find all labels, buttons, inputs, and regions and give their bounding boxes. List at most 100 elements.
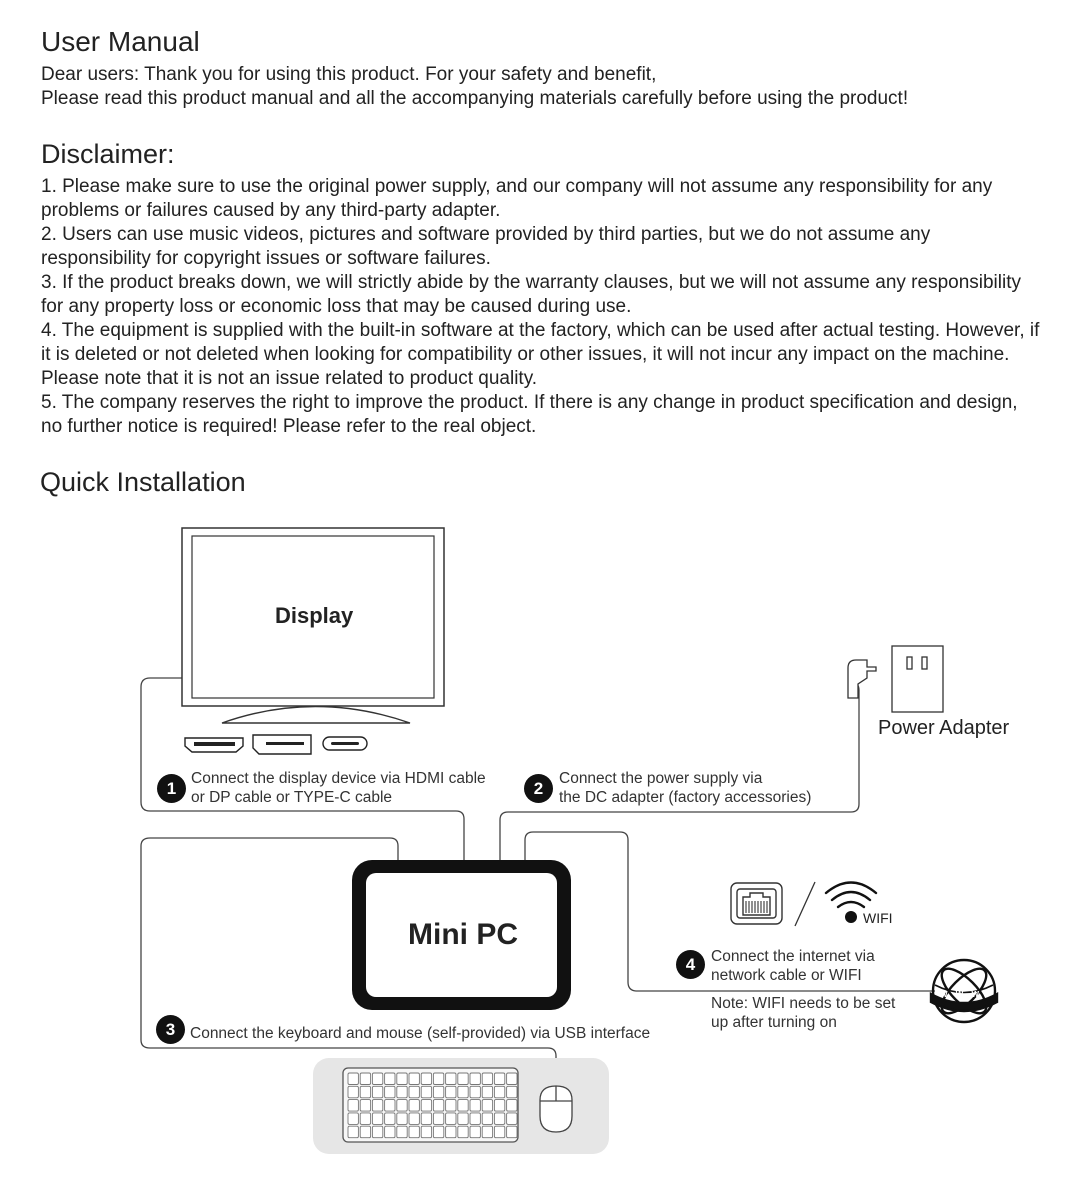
mouse-icon <box>539 1085 573 1133</box>
keyboard-key <box>359 1112 372 1125</box>
usb-connection-line <box>140 837 557 1086</box>
keyboard-key <box>469 1112 481 1125</box>
keyboard-key <box>457 1125 469 1139</box>
keyboard-key <box>396 1099 408 1112</box>
wifi-note: Note: WIFI needs to be set up after turn… <box>711 994 895 1032</box>
keyboard-key <box>371 1072 384 1085</box>
separator-slash <box>794 881 816 927</box>
keyboard-key <box>371 1085 384 1099</box>
intro-text: Dear users: Thank you for using this pro… <box>41 63 1051 111</box>
intro-line-2: Please read this product manual and all … <box>41 88 909 109</box>
disclaimer-title: Disclaimer: <box>41 139 175 169</box>
manual-title: User Manual <box>41 26 200 57</box>
keyboard-key <box>432 1099 445 1112</box>
keyboard-key <box>506 1099 518 1112</box>
keyboard-key <box>469 1085 481 1099</box>
keyboard-key <box>384 1099 396 1112</box>
wifi-icon <box>824 881 878 923</box>
keyboard-key <box>384 1072 396 1085</box>
step-2-line-2: the DC adapter (factory accessories) <box>559 789 812 806</box>
hdmi-port-icon <box>184 737 244 753</box>
disclaimer-item-1: 1. Please make sure to use the original … <box>41 176 993 221</box>
step-2-line-1: Connect the power supply via <box>559 770 763 787</box>
keyboard-key <box>347 1072 359 1085</box>
step-1-text: Connect the display device via HDMI cabl… <box>191 769 486 807</box>
keyboard-key <box>445 1125 457 1139</box>
keyboard-key <box>347 1099 359 1112</box>
keyboard-key <box>457 1085 469 1099</box>
keyboard-key <box>420 1099 433 1112</box>
wifi-note-line-1: Note: WIFI needs to be set <box>711 995 896 1012</box>
step-2-badge: 2 <box>524 774 553 803</box>
hdmi-connection-line <box>140 677 465 860</box>
keyboard-key <box>420 1072 433 1085</box>
disclaimer-item-4: 4. The equipment is supplied with the bu… <box>41 320 1040 389</box>
step-3-text: Connect the keyboard and mouse (self-pro… <box>190 1025 651 1042</box>
keyboard-key <box>359 1085 372 1099</box>
intro-line-1: Dear users: Thank you for using this pro… <box>41 64 657 85</box>
keyboard-key <box>506 1112 518 1125</box>
globe-text: W W W <box>940 990 983 999</box>
step-4-badge: 4 <box>676 950 705 979</box>
keyboard-key <box>420 1085 433 1099</box>
keyboard-key <box>493 1085 506 1099</box>
keyboard-key <box>469 1072 481 1085</box>
keyboard-key <box>420 1125 433 1139</box>
keyboard-key <box>469 1099 481 1112</box>
keyboard-key <box>347 1125 359 1139</box>
keyboard-key <box>408 1072 420 1085</box>
keyboard-key <box>371 1112 384 1125</box>
keyboard-key <box>445 1112 457 1125</box>
keyboard-key <box>481 1072 494 1085</box>
keyboard-key <box>506 1085 518 1099</box>
keyboard-key <box>457 1112 469 1125</box>
keyboard-key <box>396 1072 408 1085</box>
power-adapter-icon <box>847 645 944 713</box>
mini-pc-label: Mini PC <box>408 918 518 951</box>
keyboard-key <box>359 1125 372 1139</box>
keyboard-key <box>506 1072 518 1085</box>
ethernet-port-icon <box>730 882 783 925</box>
displayport-icon <box>252 734 312 755</box>
wifi-note-line-2: up after turning on <box>711 1014 837 1031</box>
keyboard-key <box>371 1099 384 1112</box>
keyboard-key <box>396 1125 408 1139</box>
disclaimer-item-5: 5. The company reserves the right to imp… <box>41 392 1018 437</box>
keyboard-key <box>359 1072 372 1085</box>
keyboard-key <box>432 1125 445 1139</box>
keyboard-key <box>493 1099 506 1112</box>
step-1-line-2: or DP cable or TYPE-C cable <box>191 789 393 806</box>
keyboard-key <box>347 1085 359 1099</box>
keyboard-key <box>359 1099 372 1112</box>
wifi-label: WIFI <box>863 910 893 926</box>
keyboard-key <box>384 1125 396 1139</box>
keyboard-keys <box>347 1072 518 1139</box>
keyboard-key <box>408 1099 420 1112</box>
keyboard-key <box>481 1085 494 1099</box>
keyboard-key <box>506 1125 518 1139</box>
keyboard-key <box>432 1072 445 1085</box>
keyboard-key <box>457 1099 469 1112</box>
keyboard-key <box>432 1112 445 1125</box>
keyboard-key <box>493 1072 506 1085</box>
display-icon <box>181 527 445 724</box>
keyboard-key <box>396 1112 408 1125</box>
keyboard-key <box>445 1099 457 1112</box>
keyboard-key <box>384 1085 396 1099</box>
power-adapter-label: Power Adapter <box>878 717 1010 739</box>
keyboard-key <box>493 1125 506 1139</box>
keyboard-key <box>408 1112 420 1125</box>
keyboard-key <box>347 1112 359 1125</box>
keyboard-key <box>481 1125 494 1139</box>
disclaimer-item-2: 2. Users can use music videos, pictures … <box>41 224 931 269</box>
step-4-line-1: Connect the internet via <box>711 948 875 965</box>
keyboard-key <box>481 1112 494 1125</box>
keyboard-key <box>481 1099 494 1112</box>
keyboard-key <box>457 1072 469 1085</box>
keyboard-key <box>445 1072 457 1085</box>
installation-title: Quick Installation <box>40 467 246 497</box>
keyboard-key <box>408 1125 420 1139</box>
network-connection-line <box>524 831 935 992</box>
keyboard-key <box>445 1085 457 1099</box>
